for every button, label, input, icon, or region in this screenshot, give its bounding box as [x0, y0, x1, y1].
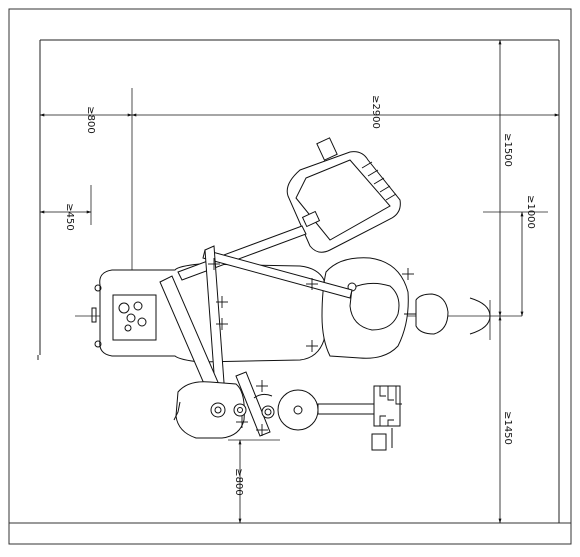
dimension-right-top: ≥1500 [498, 39, 513, 317]
light-head [349, 282, 400, 331]
room-outline [37, 39, 560, 523]
extension-lines [75, 88, 548, 441]
dimension-right-bottom: ≥1450 [498, 315, 513, 524]
instrument-arms [159, 225, 353, 417]
sheet-border [8, 8, 572, 545]
dimension-label-bottom: ≥800 [233, 468, 244, 495]
reference-crosses [208, 258, 414, 436]
chair-headrest [415, 293, 449, 335]
dimension-label-right-top: ≥1500 [502, 133, 513, 167]
dimension-label-left: ≥450 [64, 203, 75, 230]
dimension-label-top-left: ≥800 [85, 106, 96, 133]
dimension-top: ≥2900 [131, 95, 560, 129]
dimension-bottom: ≥800 [233, 439, 244, 524]
dimension-left: ≥450 [39, 203, 92, 231]
assistant-tray [286, 137, 401, 253]
dimension-label-right-inner: ≥1000 [525, 195, 536, 229]
dimension-label-right-bottom: ≥1450 [502, 411, 513, 445]
dimension-right-inner: ≥1000 [520, 195, 536, 317]
dimension-label-top: ≥2900 [370, 95, 381, 129]
delivery-unit [173, 371, 402, 451]
dimension-top-left: ≥800 [39, 106, 133, 134]
